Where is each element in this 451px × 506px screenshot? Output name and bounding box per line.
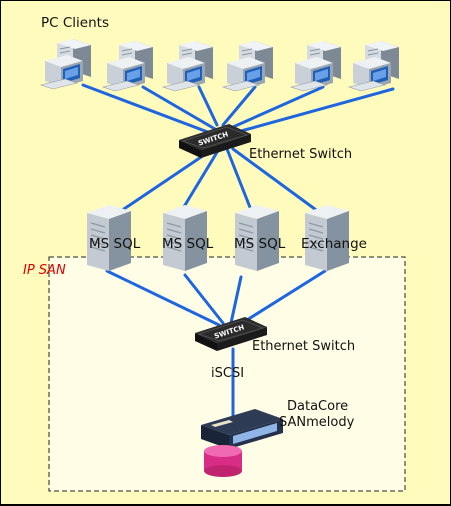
switch-bottom[interactable]: SWITCH [194, 316, 268, 352]
iscsi-label: iSCSI [211, 366, 245, 381]
pc-client-6[interactable] [348, 40, 400, 92]
datacore-appliance[interactable] [201, 409, 283, 449]
server-links [113, 147, 325, 217]
pc-client-5[interactable] [290, 40, 342, 92]
storage-disk-icon [204, 445, 242, 477]
san-links [105, 269, 327, 421]
pc-clients-label: PC Clients [41, 15, 109, 31]
link-pc-4 [221, 85, 257, 127]
link-server-4 [231, 147, 325, 217]
switch-top[interactable]: SWITCH [178, 123, 252, 159]
datacore-label-line1: DataCore [287, 399, 349, 414]
link-pc-2 [141, 85, 217, 131]
server-3-label: MS SQL [234, 236, 286, 252]
ethernet-switch-bottom-label: Ethernet Switch [252, 339, 356, 354]
ethernet-switch-top-label: Ethernet Switch [249, 147, 353, 162]
link-pc-3 [197, 85, 219, 127]
link-san-2 [183, 273, 225, 325]
pc-links [81, 83, 395, 136]
server-2-label: MS SQL [162, 236, 214, 252]
server-4-label: Exchange [301, 236, 367, 252]
link-pc-5 [231, 85, 325, 129]
link-server-2 [177, 147, 221, 217]
link-san-3 [229, 275, 243, 325]
pc-client-4[interactable] [222, 40, 274, 92]
link-pc-6 [239, 87, 395, 133]
datacore-label-line2: SANmelody [279, 415, 355, 430]
link-pc-1 [81, 83, 215, 136]
pc-client-2[interactable] [102, 40, 154, 92]
server-1-label: MS SQL [89, 236, 141, 252]
ip-san-label: IP SAN [23, 263, 66, 278]
link-server-3 [225, 147, 255, 217]
link-server-1 [113, 147, 215, 217]
link-san-1 [105, 269, 221, 327]
pc-client-1[interactable] [40, 38, 92, 90]
link-san-4 [237, 269, 327, 327]
pc-client-3[interactable] [162, 40, 214, 92]
